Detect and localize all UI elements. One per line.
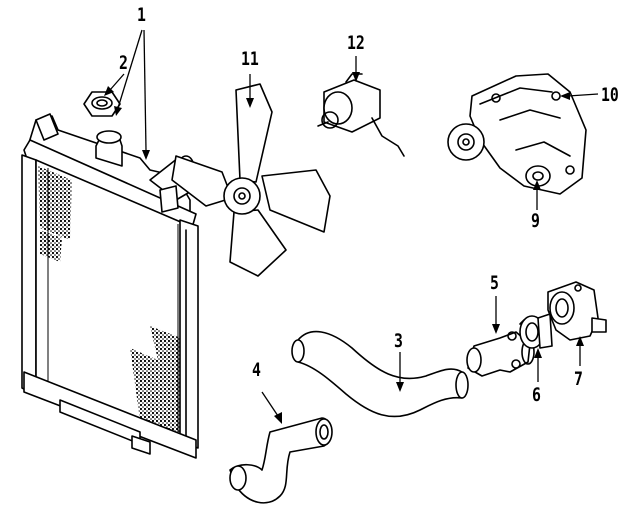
- cooling-fan: [171, 83, 331, 277]
- callout-10: 10: [601, 84, 619, 106]
- callout-3: 3: [394, 330, 403, 352]
- upper-hose: [291, 330, 469, 418]
- thermostat-cover: [466, 331, 535, 377]
- callout-7: 7: [574, 368, 583, 390]
- leader-lines: [104, 29, 599, 424]
- callout-4: 4: [252, 359, 261, 381]
- radiator: [21, 113, 201, 459]
- fan-motor: [317, 73, 405, 157]
- callout-12: 12: [347, 32, 365, 54]
- thermostat: [519, 313, 553, 349]
- callout-6: 6: [532, 384, 541, 406]
- radiator-cap: [83, 91, 121, 117]
- callout-9: 9: [531, 210, 540, 232]
- lower-hose: [229, 417, 333, 504]
- callout-11: 11: [241, 48, 259, 70]
- callout-1: 1: [137, 4, 146, 26]
- water-outlet: [547, 281, 607, 341]
- water-pump: [447, 73, 587, 195]
- callout-2: 2: [119, 52, 128, 74]
- callout-5: 5: [490, 272, 499, 294]
